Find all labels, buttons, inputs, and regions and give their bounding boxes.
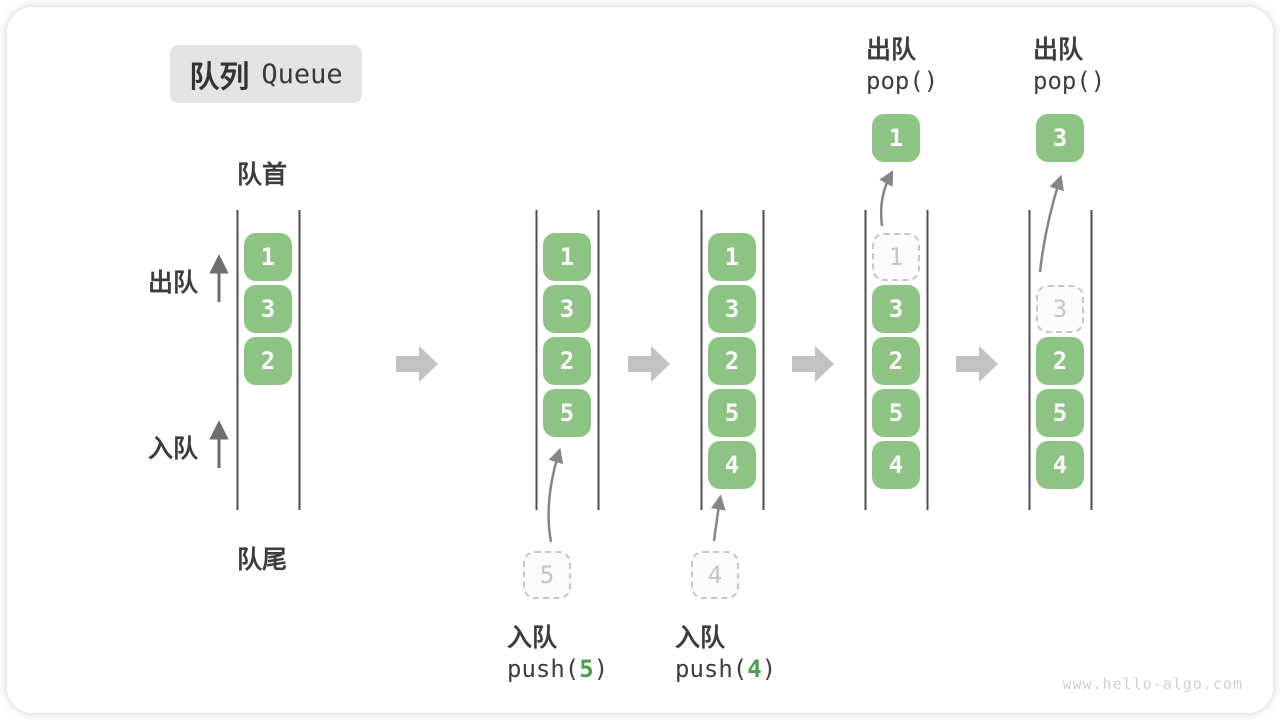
queue-item: 2 (543, 337, 591, 385)
code-arg: 4 (747, 655, 762, 683)
op-code-pop: pop() (866, 67, 939, 95)
queue-item: 5 (708, 389, 756, 437)
popped-item: 1 (872, 114, 920, 162)
watermark: www.hello-algo.com (1062, 675, 1243, 693)
removed-item-ghost: 3 (1036, 285, 1084, 333)
incoming-item-ghost: 4 (691, 551, 739, 599)
code-arg: 5 (579, 655, 594, 683)
removed-item-ghost: 1 (872, 233, 920, 281)
title-en: Queue (261, 58, 343, 90)
queue-item: 1 (708, 233, 756, 281)
queue-item: 3 (244, 285, 292, 333)
queue-item: 2 (872, 337, 920, 385)
code-after: ) (761, 655, 777, 683)
queue-item: 1 (244, 233, 292, 281)
code-after: ) (593, 655, 609, 683)
queue-item: 3 (708, 285, 756, 333)
label-enqueue-side: 入队 (148, 434, 199, 463)
op-label-dequeue: 出队 (1033, 35, 1084, 64)
queue-item: 2 (1036, 337, 1084, 385)
op-code-push-5: push(5) (507, 655, 608, 683)
incoming-item-ghost: 5 (523, 551, 571, 599)
label-queue-front: 队首 (237, 160, 288, 189)
op-label-dequeue: 出队 (866, 35, 917, 64)
title-badge: 队列 Queue (170, 45, 362, 103)
op-label-enqueue: 入队 (675, 623, 726, 652)
code-before: push( (507, 655, 580, 683)
queue-item: 1 (543, 233, 591, 281)
queue-item: 4 (1036, 441, 1084, 489)
queue-item: 5 (872, 389, 920, 437)
op-label-enqueue: 入队 (507, 623, 558, 652)
label-dequeue-side: 出队 (148, 268, 199, 297)
queue-item: 4 (872, 441, 920, 489)
op-code-push-4: push(4) (675, 655, 776, 683)
label-queue-rear: 队尾 (237, 545, 288, 574)
queue-item: 2 (708, 337, 756, 385)
op-code-pop: pop() (1033, 67, 1106, 95)
popped-item: 3 (1036, 114, 1084, 162)
code-before: push( (675, 655, 748, 683)
queue-item: 5 (1036, 389, 1084, 437)
title-zh: 队列 (189, 60, 250, 95)
queue-item: 3 (872, 285, 920, 333)
queue-item: 5 (543, 389, 591, 437)
queue-item: 4 (708, 441, 756, 489)
queue-item: 2 (244, 337, 292, 385)
queue-item: 3 (543, 285, 591, 333)
